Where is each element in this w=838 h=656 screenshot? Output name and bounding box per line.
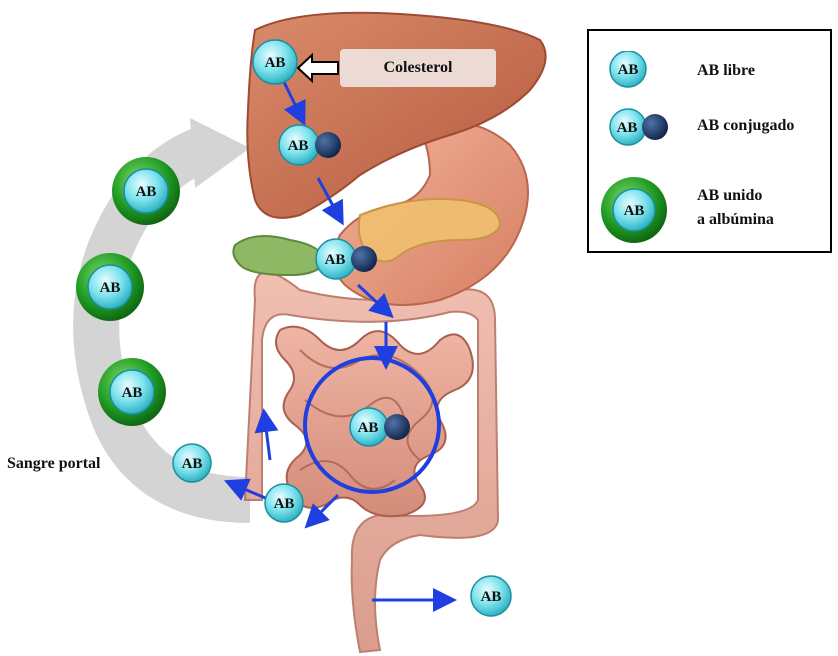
albumin-bound-bile-acid: AB (112, 157, 180, 225)
albumin-bound-bile-acid: AB (76, 253, 144, 321)
free-bile-acid: AB (265, 484, 303, 522)
legend-label: AB unido a albúmina (697, 184, 774, 232)
ab-text: AB (624, 203, 645, 219)
legend-label: AB conjugado (697, 114, 794, 138)
ab-text: AB (618, 62, 639, 78)
albumin-bound-bile-acid-icon: AB (597, 176, 673, 252)
ab-text: AB (481, 589, 502, 605)
portal-blood-label: Sangre portal (7, 455, 100, 473)
legend: AB AB libre AB AB conjugado AB AB unido … (587, 29, 832, 253)
ab-text: AB (274, 496, 295, 512)
legend-item-conjugated: AB AB conjugado (589, 107, 830, 147)
ab-text: AB (100, 280, 121, 296)
cholesterol-label: Colesterol (340, 49, 496, 87)
free-bile-acid: AB (173, 444, 211, 482)
free-bile-acid: AB (253, 40, 297, 84)
free-bile-acid-icon: AB (609, 51, 669, 91)
legend-item-albumin: AB AB unido a albúmina (589, 176, 830, 246)
ab-text: AB (136, 184, 157, 200)
ab-text: AB (325, 252, 346, 268)
ab-text: AB (182, 456, 203, 472)
legend-item-free: AB AB libre (589, 51, 830, 87)
ab-text: AB (617, 120, 638, 136)
ab-text: AB (265, 55, 286, 71)
ab-text: AB (288, 138, 309, 154)
legend-label: AB libre (697, 59, 755, 83)
ab-text: AB (122, 385, 143, 401)
conjugated-bile-acid-icon: AB (609, 107, 689, 147)
ab-text: AB (358, 420, 379, 436)
free-bile-acid: AB (471, 576, 511, 616)
albumin-bound-bile-acid: AB (98, 358, 166, 426)
gallbladder (233, 236, 325, 275)
